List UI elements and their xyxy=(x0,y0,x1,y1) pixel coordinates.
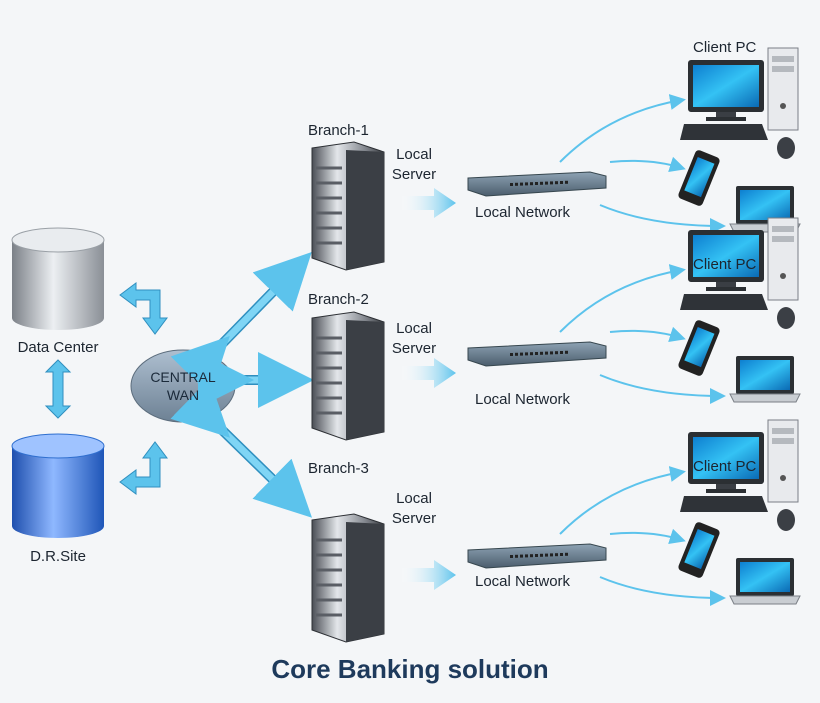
branch-3-uplink-arrow-icon xyxy=(402,560,456,590)
branch-2-uplink-arrow-icon xyxy=(402,358,456,388)
branch-1-client-pc-icon xyxy=(680,47,799,159)
branch-1-network-label: Local Network xyxy=(475,204,571,221)
branch-2-server-icon xyxy=(311,311,385,441)
branch-3-switch-icon xyxy=(467,543,607,569)
branch-2-server-line1: Local xyxy=(396,320,432,337)
branch-2-client-links xyxy=(559,264,726,404)
branch-3-server-label: Local Server xyxy=(388,489,440,529)
branch-3-server-line2: Server xyxy=(391,510,437,527)
branch-1-smartphone-icon xyxy=(678,150,720,206)
branch-2-server-label: Local Server xyxy=(388,319,440,359)
branch-1-uplink-arrow-icon xyxy=(402,188,456,218)
branch-3-name: Branch-3 xyxy=(308,460,369,477)
branch-2-name: Branch-2 xyxy=(308,291,369,308)
branch-3-server-icon xyxy=(311,513,385,643)
branch-2-server-line2: Server xyxy=(391,340,437,357)
branch-2-laptop-icon xyxy=(729,356,801,403)
central-wan-label-line2: WAN xyxy=(166,387,200,403)
wan-branch-3-link-icon xyxy=(170,378,313,518)
diagram-title: Core Banking solution xyxy=(271,654,549,684)
branch-1-name: Branch-1 xyxy=(308,122,369,139)
branch-1-server-line1: Local xyxy=(396,146,432,163)
branch-1-server-icon xyxy=(311,141,385,271)
data-center-database-icon xyxy=(11,227,105,330)
branch-3-laptop-icon xyxy=(729,558,801,605)
replication-arrow-icon xyxy=(44,359,72,419)
branch-3-client-pc-icon xyxy=(680,419,799,531)
branch-1-server-line2: Server xyxy=(391,166,437,183)
branch-1-group xyxy=(311,47,801,271)
branch-3-smartphone-icon xyxy=(678,522,720,578)
dr-site-database-icon xyxy=(11,433,105,538)
branch-3-server-line1: Local xyxy=(396,490,432,507)
central-wan-label: CENTRAL WAN xyxy=(128,368,238,404)
dr-site-link-arrow-icon xyxy=(119,441,168,495)
central-wan-label-line1: CENTRAL xyxy=(150,369,216,385)
branch-3-network-label: Local Network xyxy=(475,573,571,590)
branch-3-group xyxy=(311,419,801,643)
branch-2-client-pc-icon xyxy=(680,217,799,329)
branch-1-client-links xyxy=(559,94,726,234)
branch-3-client-links xyxy=(559,466,726,606)
branch-3-client-label: Client PC xyxy=(693,458,757,475)
data-center-label: Data Center xyxy=(17,339,99,356)
branch-1-client-label: Client PC xyxy=(693,39,757,56)
branch-2-group xyxy=(311,217,801,441)
branch-1-server-label: Local Server xyxy=(388,145,440,185)
branch-1-switch-icon xyxy=(467,171,607,197)
data-center-link-arrow-icon xyxy=(119,282,168,335)
wan-branch-1-link-icon xyxy=(170,251,312,396)
dr-site-label: D.R.Site xyxy=(30,548,86,565)
branch-2-smartphone-icon xyxy=(678,320,720,376)
branch-2-switch-icon xyxy=(467,341,607,367)
branch-2-network-label: Local Network xyxy=(475,391,571,408)
branch-2-client-label: Client PC xyxy=(693,256,757,273)
